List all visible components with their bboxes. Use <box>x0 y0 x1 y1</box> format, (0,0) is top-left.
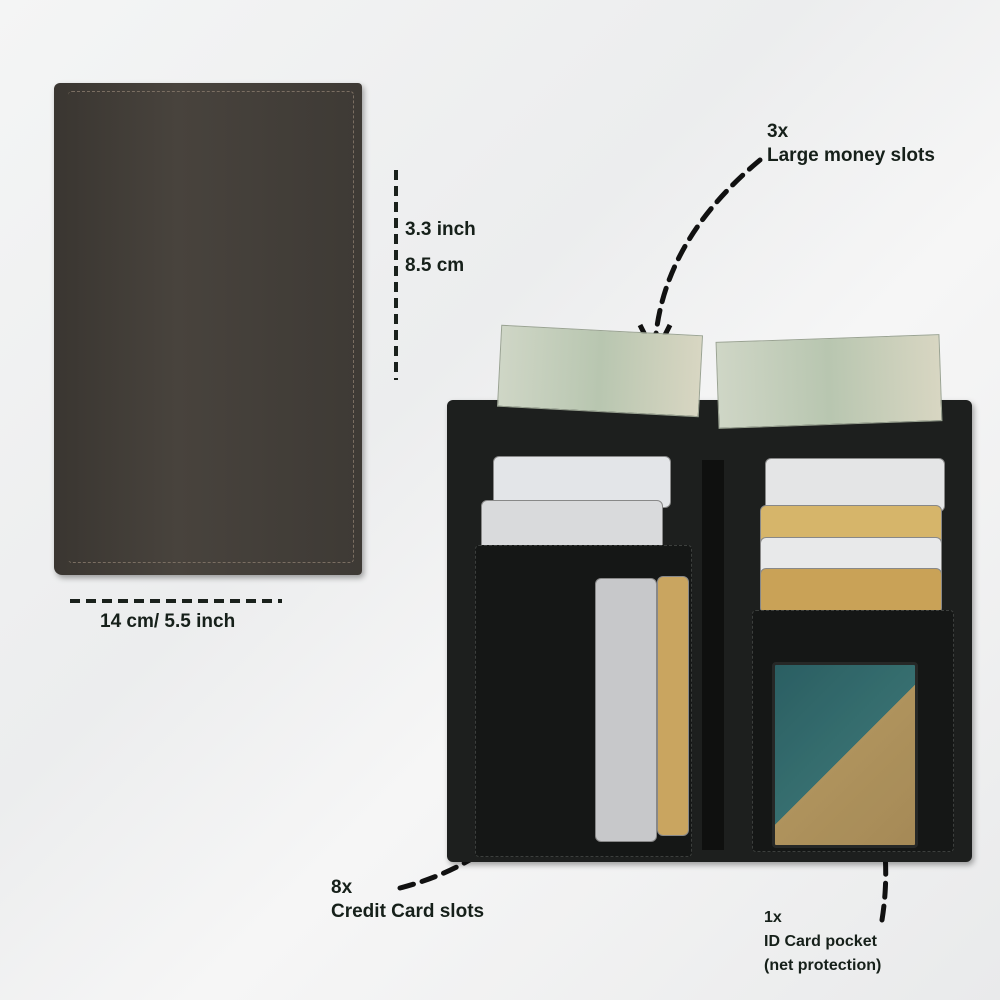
id-pocket-count: 1x <box>764 909 782 926</box>
zipper-pocket <box>702 460 724 850</box>
card-slots-label: Credit Card slots <box>331 901 485 922</box>
money-slots-count: 3x <box>767 121 789 142</box>
card <box>657 576 689 836</box>
card <box>481 500 663 552</box>
card <box>765 458 945 512</box>
height-inch-label: 3.3 inch <box>405 219 476 240</box>
banknote <box>496 324 704 418</box>
id-card-window <box>772 662 918 848</box>
height-cm-label: 8.5 cm <box>405 255 465 276</box>
card <box>493 456 671 508</box>
banknote <box>715 334 943 429</box>
card-slots-count: 8x <box>331 877 353 898</box>
stitching <box>68 91 354 563</box>
mastercard <box>595 578 657 842</box>
id-pocket-note: (net protection) <box>764 957 882 974</box>
money-slots-arrow <box>652 157 763 348</box>
card <box>760 568 942 614</box>
money-slots-label: Large money slots <box>767 145 935 166</box>
open-wallet-image <box>447 324 972 862</box>
id-pocket-label: ID Card pocket <box>764 933 877 950</box>
width-label: 14 cm/ 5.5 inch <box>100 611 236 632</box>
closed-wallet-image <box>54 83 362 575</box>
